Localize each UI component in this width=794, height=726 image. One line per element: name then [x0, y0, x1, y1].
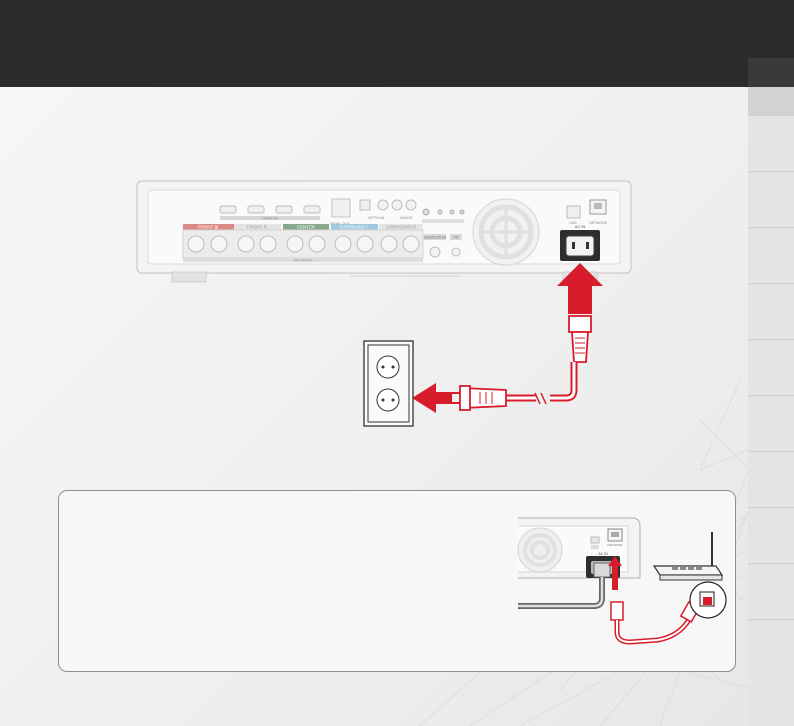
ac-in-label: AC IN	[575, 224, 586, 229]
fan-grille	[472, 198, 540, 266]
usb-label: USB	[569, 221, 577, 225]
network-label: NETWORK	[589, 221, 608, 225]
optical-label: OPTICAL	[368, 215, 386, 220]
side-tab-divider	[748, 563, 794, 564]
side-tab-rail	[748, 58, 794, 726]
side-tab-divider	[748, 451, 794, 452]
hdmi-in-label: HDMI IN	[262, 216, 277, 221]
side-tab-divider	[748, 227, 794, 228]
hdmi-out-port	[331, 198, 351, 218]
wall-outlet-icon	[363, 340, 414, 427]
side-tab-divider	[748, 507, 794, 508]
router-icon	[652, 532, 724, 581]
arrow-left-icon	[412, 383, 452, 413]
speakers-label: SPEAKERS	[294, 259, 314, 263]
power-connection-diagram: HDMI IN HDMI OUT OPTICAL AUDIO	[136, 180, 632, 427]
side-tab-divider	[748, 619, 794, 620]
channel-label-front-l: FRONT ⊞	[198, 225, 219, 230]
channel-label-center: CENTER	[297, 225, 316, 230]
usb-port	[566, 205, 581, 219]
callout-ac-in-label: AC IN	[598, 552, 608, 556]
ac-in-socket	[560, 230, 600, 261]
side-tab-divider	[748, 395, 794, 396]
side-tab-divider	[748, 115, 794, 116]
arrow-up-icon	[557, 263, 603, 314]
channel-label-front-r: FRONT R	[247, 225, 268, 230]
callout-network-label: NETWORK	[607, 543, 622, 547]
audio-label: AUDIO	[400, 215, 413, 220]
optical-port	[359, 199, 371, 211]
side-tab-divider	[748, 339, 794, 340]
lan-cable	[610, 598, 712, 645]
hdmi-in-ports	[219, 205, 321, 220]
header-bar	[0, 0, 794, 87]
channel-label-surround-l: SURROUND L	[339, 225, 369, 230]
side-tab-header	[748, 58, 794, 87]
grey-power-cable	[518, 562, 611, 609]
receiver-rear-panel: HDMI IN HDMI OUT OPTICAL AUDIO	[136, 180, 632, 283]
channel-label-surround-r: SURROUND R	[386, 225, 417, 230]
router-port-zoom	[689, 581, 727, 619]
network-arrow-up-icon	[608, 556, 622, 590]
receiver-corner-view	[517, 517, 641, 579]
speaker-terminals	[182, 224, 424, 262]
power-cable	[452, 315, 592, 411]
fm-label: FM	[453, 236, 458, 240]
side-tab-divider	[748, 171, 794, 172]
side-tab-divider	[748, 283, 794, 284]
hdmi-out-label: HDMI OUT	[330, 221, 350, 226]
subwoofer-label: SUBWOOFER	[424, 236, 447, 240]
